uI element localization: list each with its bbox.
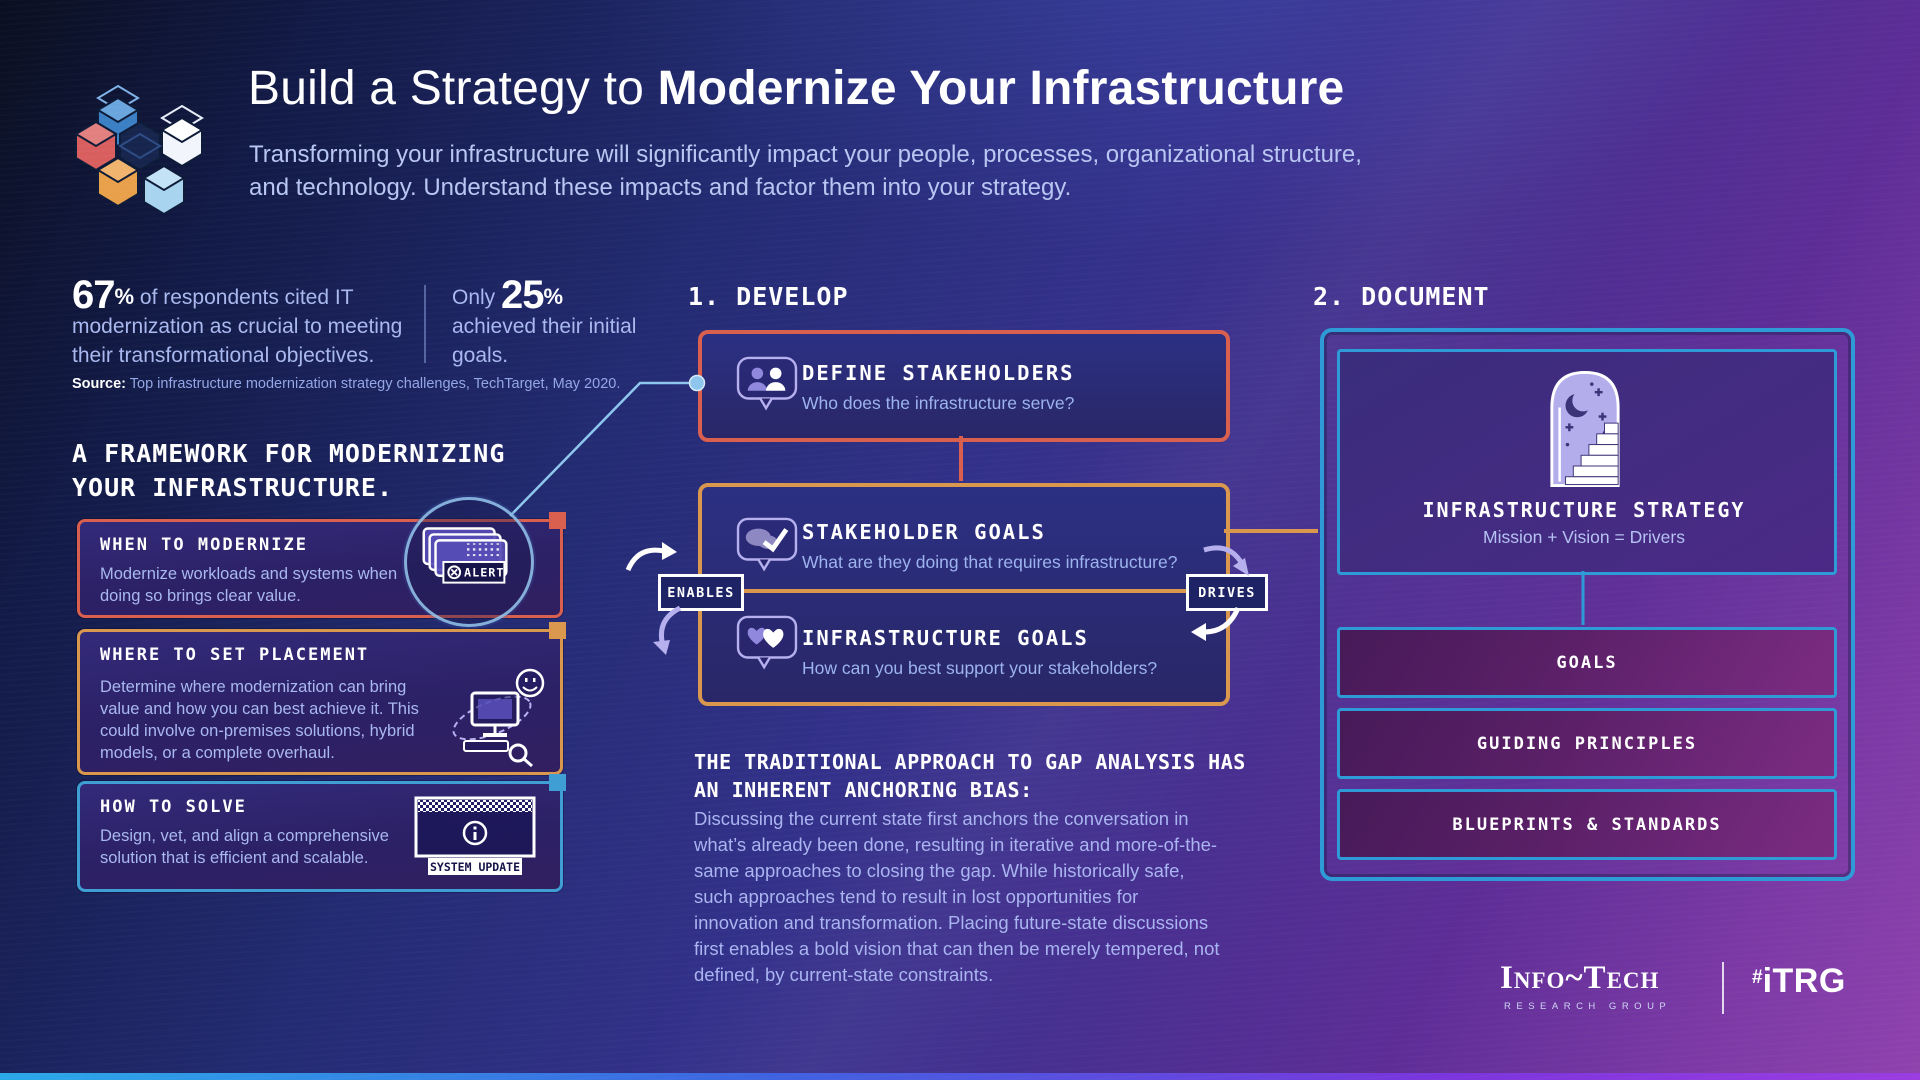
define-title: DEFINE STAKEHOLDERS	[802, 361, 1075, 385]
drives-label: DRIVES	[1186, 574, 1268, 611]
system-update-icon: SYSTEM UPDATE	[414, 796, 536, 875]
enables-label: ENABLES	[658, 574, 744, 611]
card-body: Determine where modernization can bring …	[100, 678, 419, 762]
card-corner-accent	[549, 774, 566, 791]
goals-divider	[702, 589, 1226, 593]
page-subtitle: Transforming your infrastructure will si…	[249, 141, 1362, 201]
framework-heading: A FRAMEWORK FOR MODERNIZING YOUR INFRAST…	[72, 439, 506, 502]
source-label: Source:	[72, 376, 126, 392]
rotate-arrow-icon	[1191, 606, 1241, 641]
infotech-logo-subtext: RESEARCH GROUP	[1504, 1001, 1672, 1012]
stat-text: achieved their initial goals.	[452, 315, 637, 367]
bias-paragraph: Discussing the current state first ancho…	[694, 808, 1220, 985]
itrg-text: iTRG	[1762, 962, 1846, 1000]
card-title: HOW TO SOLVE	[100, 797, 247, 817]
alert-badge-icon: ALERT	[404, 497, 534, 627]
footer-divider	[1722, 962, 1724, 1014]
page-title: Build a Strategy to Modernize Your Infra…	[248, 58, 1344, 120]
strategy-subtitle: Mission + Vision = Drivers	[1483, 527, 1685, 547]
itrg-logo: #iTRG	[1752, 962, 1846, 1001]
alert-icon-label: ALERT	[464, 566, 504, 580]
brand-cubes-logo	[74, 84, 204, 216]
goals-cycle-box: STAKEHOLDER GOALS What are they doing th…	[698, 483, 1230, 706]
system-update-icon-label: SYSTEM UPDATE	[430, 860, 520, 874]
stakeholder-goals-subtitle: What are they doing that requires infras…	[802, 552, 1178, 572]
card-body: Design, vet, and align a comprehensive s…	[100, 827, 389, 867]
stat-value: 25	[501, 273, 544, 317]
bottom-accent-bar	[0, 1073, 1920, 1080]
doorway-vision-icon	[1550, 370, 1620, 487]
infotech-logo: Info~Tech	[1500, 960, 1660, 996]
document-item-guiding-principles: GUIDING PRINCIPLES	[1337, 708, 1837, 779]
alert-to-define-connector	[509, 381, 692, 517]
document-item-goals: GOALS	[1337, 627, 1837, 698]
rotate-arrow-icon	[1203, 545, 1249, 576]
itrg-hash: #	[1752, 967, 1763, 988]
infrastructure-goals-subtitle: How can you best support your stakeholde…	[802, 658, 1158, 678]
stat-value: 67	[72, 273, 115, 317]
stakeholder-goals-title: STAKEHOLDER GOALS	[802, 520, 1046, 544]
bias-heading: THE TRADITIONAL APPROACH TO GAP ANALYSIS…	[694, 750, 1246, 802]
rotate-arrow-icon	[625, 542, 677, 572]
computer-placement-icon	[452, 668, 545, 768]
document-item-blueprints-standards: BLUEPRINTS & STANDARDS	[1337, 789, 1837, 860]
define-subtitle: Who does the infrastructure serve?	[802, 393, 1075, 413]
stat-prefix: Only	[452, 286, 502, 309]
stakeholders-bubble-icon	[736, 356, 798, 411]
stat-initial-goals: Only 25% achieved their initial goals.	[452, 275, 637, 370]
source-text: Top infrastructure modernization strateg…	[126, 376, 621, 392]
card-corner-accent	[549, 512, 566, 529]
card-body: Modernize workloads and systems when doi…	[100, 565, 398, 605]
develop-heading: 1. DEVELOP	[688, 282, 849, 311]
stat-percent-sign: %	[543, 284, 564, 309]
infrastructure-goals-title: INFRASTRUCTURE GOALS	[802, 626, 1089, 650]
strategy-title: INFRASTRUCTURE STRATEGY	[1422, 498, 1746, 522]
document-heading: 2. DOCUMENT	[1313, 282, 1490, 311]
stat-it-modernization: 67% of respondents cited IT modernizatio…	[72, 275, 417, 370]
stat-divider	[424, 285, 426, 363]
rotate-arrow-icon	[653, 606, 682, 655]
page-title-light: Build a Strategy to	[248, 62, 658, 115]
card-title: WHEN TO MODERNIZE	[100, 535, 308, 555]
stakeholder-goals-bubble-icon	[736, 517, 798, 572]
stat-text: of respondents cited IT modernization as…	[72, 286, 403, 367]
page-title-bold: Modernize Your Infrastructure	[657, 62, 1345, 115]
define-stakeholders-box: DEFINE STAKEHOLDERS Who does the infrast…	[698, 330, 1230, 442]
card-corner-accent	[549, 622, 566, 639]
stat-percent-sign: %	[114, 284, 135, 309]
infrastructure-goals-bubble-icon	[736, 615, 798, 670]
card-title: WHERE TO SET PLACEMENT	[100, 645, 370, 665]
source-note: Source: Top infrastructure modernization…	[72, 376, 620, 392]
